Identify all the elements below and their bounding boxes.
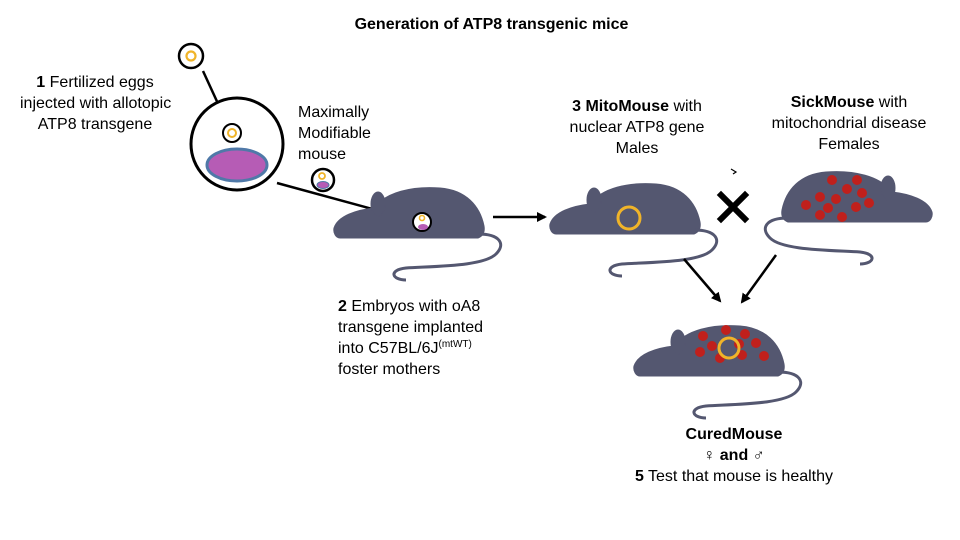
step2-line2: transgene implanted bbox=[338, 319, 483, 336]
mitomouse-icon bbox=[548, 182, 719, 278]
sickmouse-label: SickMouse with mitochondrial disease Fem… bbox=[744, 92, 954, 155]
cured-atp8-ring-icon bbox=[717, 336, 741, 360]
step2-line1: Embryos with oA8 bbox=[351, 298, 481, 315]
step3-number: 3 bbox=[572, 98, 581, 115]
curedmouse-label: CuredMouse ♀ and ♂ 5 Test that mouse is … bbox=[604, 424, 864, 487]
step2-number: 2 bbox=[338, 298, 347, 315]
sickmouse-name: SickMouse bbox=[790, 94, 875, 111]
foster-mouse-icon bbox=[332, 186, 503, 282]
atp8-gene-ring-icon bbox=[616, 205, 642, 231]
step5-number: 5 bbox=[634, 468, 644, 485]
step3-line1-rest: with bbox=[669, 98, 702, 115]
step2-superscript: (mtWT) bbox=[438, 339, 472, 350]
step3-label: 3 MitoMouse with nuclear ATP8 gene Males bbox=[537, 96, 737, 159]
diagram-title: Generation of ATP8 transgenic mice bbox=[354, 16, 629, 33]
step5-line: Test that mouse is healthy bbox=[648, 468, 834, 485]
mito-to-cured-arrow bbox=[683, 258, 722, 303]
transgene-ring-icon bbox=[227, 128, 237, 138]
step2-line4: foster mothers bbox=[338, 361, 441, 378]
sick-line1-rest: with bbox=[874, 94, 908, 111]
sickmouse-disease-dots bbox=[801, 175, 874, 222]
cured-sexes: ♀ and ♂ bbox=[703, 447, 765, 464]
step1-line3: ATP8 transgene bbox=[37, 116, 153, 133]
sick-to-cured-arrow bbox=[740, 254, 778, 304]
curedmouse-icon bbox=[632, 324, 803, 420]
step1-line1: Fertilized eggs bbox=[49, 74, 154, 91]
step3-line3: Males bbox=[615, 140, 659, 157]
step2-line3: into C57BL/6J bbox=[338, 340, 439, 357]
maximally-modifiable-label: Maximally Modifiable mouse bbox=[298, 102, 371, 165]
mitomouse-name: MitoMouse bbox=[585, 98, 669, 115]
sick-line3: Females bbox=[818, 136, 880, 153]
curedmouse-name: CuredMouse bbox=[685, 426, 783, 443]
maximally-line2: Modifiable bbox=[298, 125, 371, 142]
step2-label: 2 Embryos with oA8 transgene implanted i… bbox=[338, 296, 483, 380]
step3-line2: nuclear ATP8 gene bbox=[569, 119, 705, 136]
small-mark-icon bbox=[730, 168, 738, 175]
fertilized-egg-icon bbox=[177, 42, 205, 70]
cell-nucleus-icon bbox=[205, 147, 269, 183]
maximally-line1: Maximally bbox=[298, 104, 370, 121]
step1-line2: injected with allotopic bbox=[20, 95, 172, 112]
injected-nucleus-icon bbox=[222, 123, 242, 143]
egg-pronucleus-icon bbox=[185, 50, 197, 62]
cross-icon bbox=[716, 190, 750, 224]
step1-label: 1 Fertilized eggs injected with allotopi… bbox=[20, 72, 172, 135]
step1-number: 1 bbox=[36, 74, 46, 91]
sick-line2: mitochondrial disease bbox=[771, 115, 927, 132]
maximally-line3: mouse bbox=[298, 146, 347, 163]
